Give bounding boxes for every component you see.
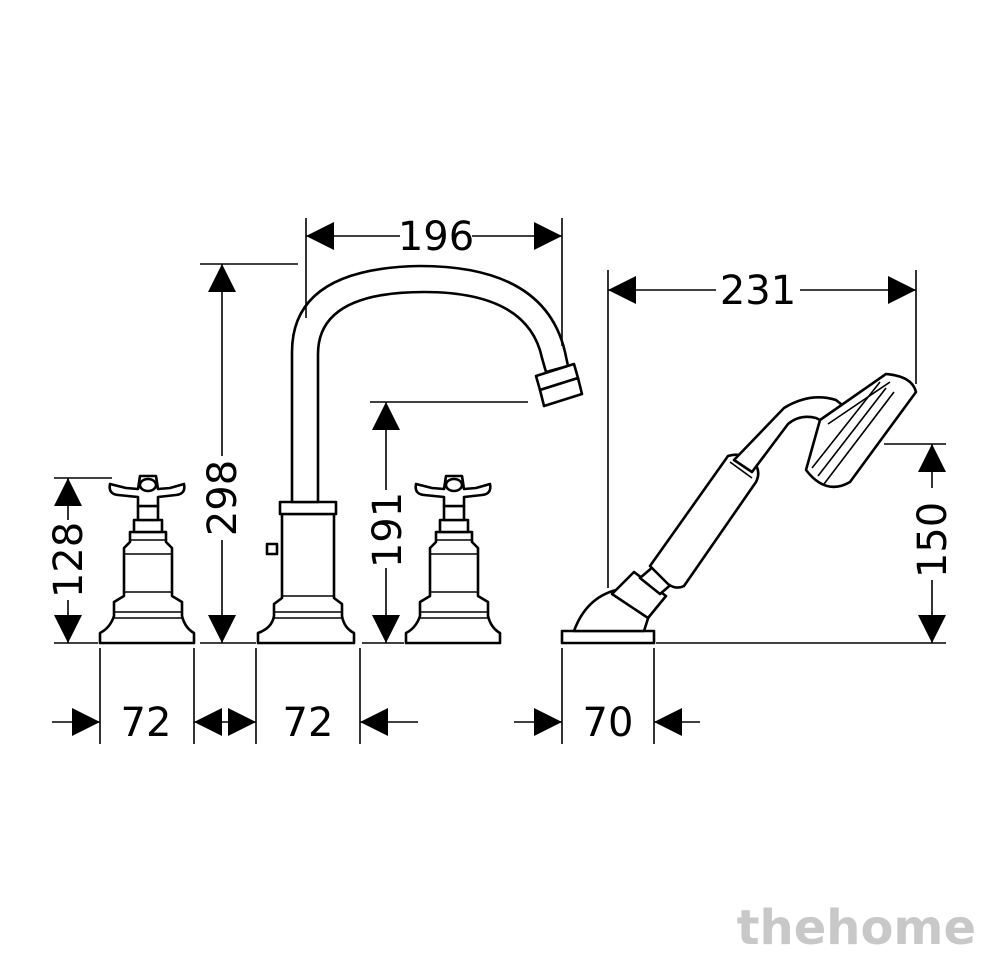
dimension-handle-height: 128 bbox=[46, 477, 112, 644]
left-cross-handle-valve bbox=[98, 474, 196, 645]
dimension-spout-reach: 196 bbox=[305, 214, 563, 346]
hand-shower bbox=[560, 372, 918, 645]
dimension-label-191: 191 bbox=[365, 492, 411, 568]
dimension-label-150: 150 bbox=[910, 502, 956, 578]
dimension-handle-spacing: 72 72 bbox=[52, 648, 418, 746]
dimension-label-231: 231 bbox=[720, 268, 796, 314]
dimension-label-196: 196 bbox=[398, 214, 474, 260]
right-cross-handle-valve bbox=[404, 474, 502, 645]
spout bbox=[256, 264, 584, 645]
dimension-shower-length: 231 bbox=[607, 268, 917, 588]
dimension-label-72-right: 72 bbox=[283, 700, 334, 746]
dimension-spout-height: 298 bbox=[200, 263, 298, 644]
dimension-outlet-height: 191 bbox=[362, 401, 528, 644]
watermark: thehome bbox=[737, 900, 976, 956]
dimension-shower-height: 150 bbox=[656, 443, 956, 644]
dimension-label-72-left: 72 bbox=[121, 700, 172, 746]
dimension-label-128: 128 bbox=[46, 522, 92, 598]
dimension-shower-base: 70 bbox=[514, 648, 700, 746]
dimension-label-298: 298 bbox=[200, 460, 246, 536]
dimension-label-70: 70 bbox=[583, 700, 634, 746]
